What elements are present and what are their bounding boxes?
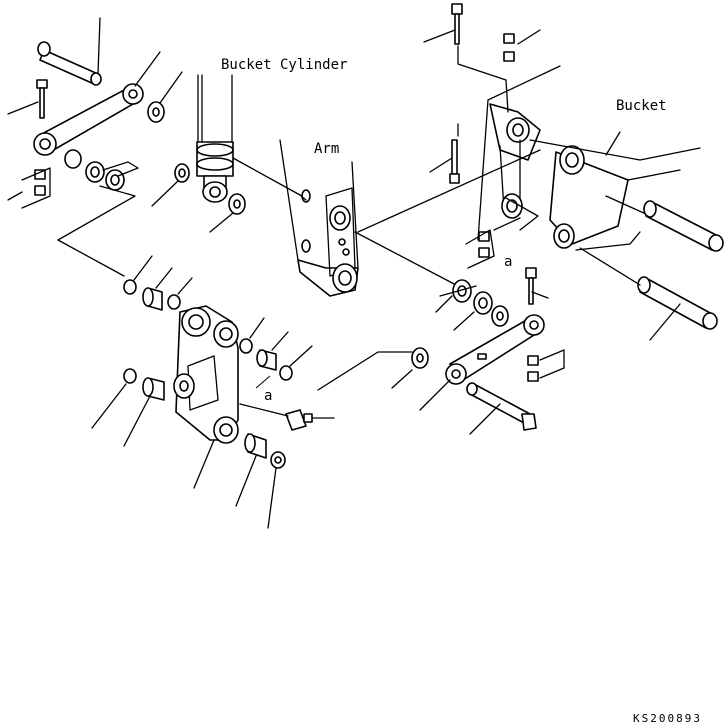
pin-right-lower bbox=[466, 382, 537, 435]
nuts-right bbox=[527, 349, 565, 382]
grease-fitting bbox=[239, 403, 335, 431]
nuts-left bbox=[7, 167, 51, 209]
bolt-top-right bbox=[423, 3, 541, 113]
label-ref-a-left: a bbox=[264, 388, 272, 404]
label-bucket-cylinder: Bucket Cylinder bbox=[221, 57, 347, 73]
bolt-right-middle bbox=[525, 267, 549, 305]
drawing-code: KS200893 bbox=[633, 712, 702, 725]
label-bucket: Bucket bbox=[616, 98, 667, 114]
pin-bucket-lower bbox=[579, 247, 718, 341]
nuts-right-a bbox=[465, 217, 521, 269]
pin-top-left bbox=[37, 17, 102, 86]
link-bar-top-left bbox=[33, 51, 161, 156]
bucket-body bbox=[477, 65, 701, 251]
washer-link-right bbox=[317, 347, 429, 391]
link-bar-right bbox=[419, 314, 545, 411]
main-lever bbox=[173, 305, 239, 489]
bolt-top-left bbox=[7, 79, 48, 119]
washers-upper-left bbox=[57, 71, 183, 241]
washers-arm-right bbox=[435, 279, 509, 331]
leader-lines bbox=[57, 149, 541, 277]
label-ref-a-right: a bbox=[504, 254, 512, 270]
washers-cylinder bbox=[151, 163, 246, 233]
bushings-right bbox=[239, 317, 313, 389]
arm bbox=[279, 139, 459, 297]
label-arm: Arm bbox=[314, 141, 339, 157]
bolt-side-right bbox=[429, 123, 460, 184]
pin-bucket-upper bbox=[643, 200, 724, 252]
bushing-lower bbox=[235, 433, 286, 529]
bucket-cylinder bbox=[196, 74, 301, 203]
bushings-left bbox=[91, 255, 193, 447]
